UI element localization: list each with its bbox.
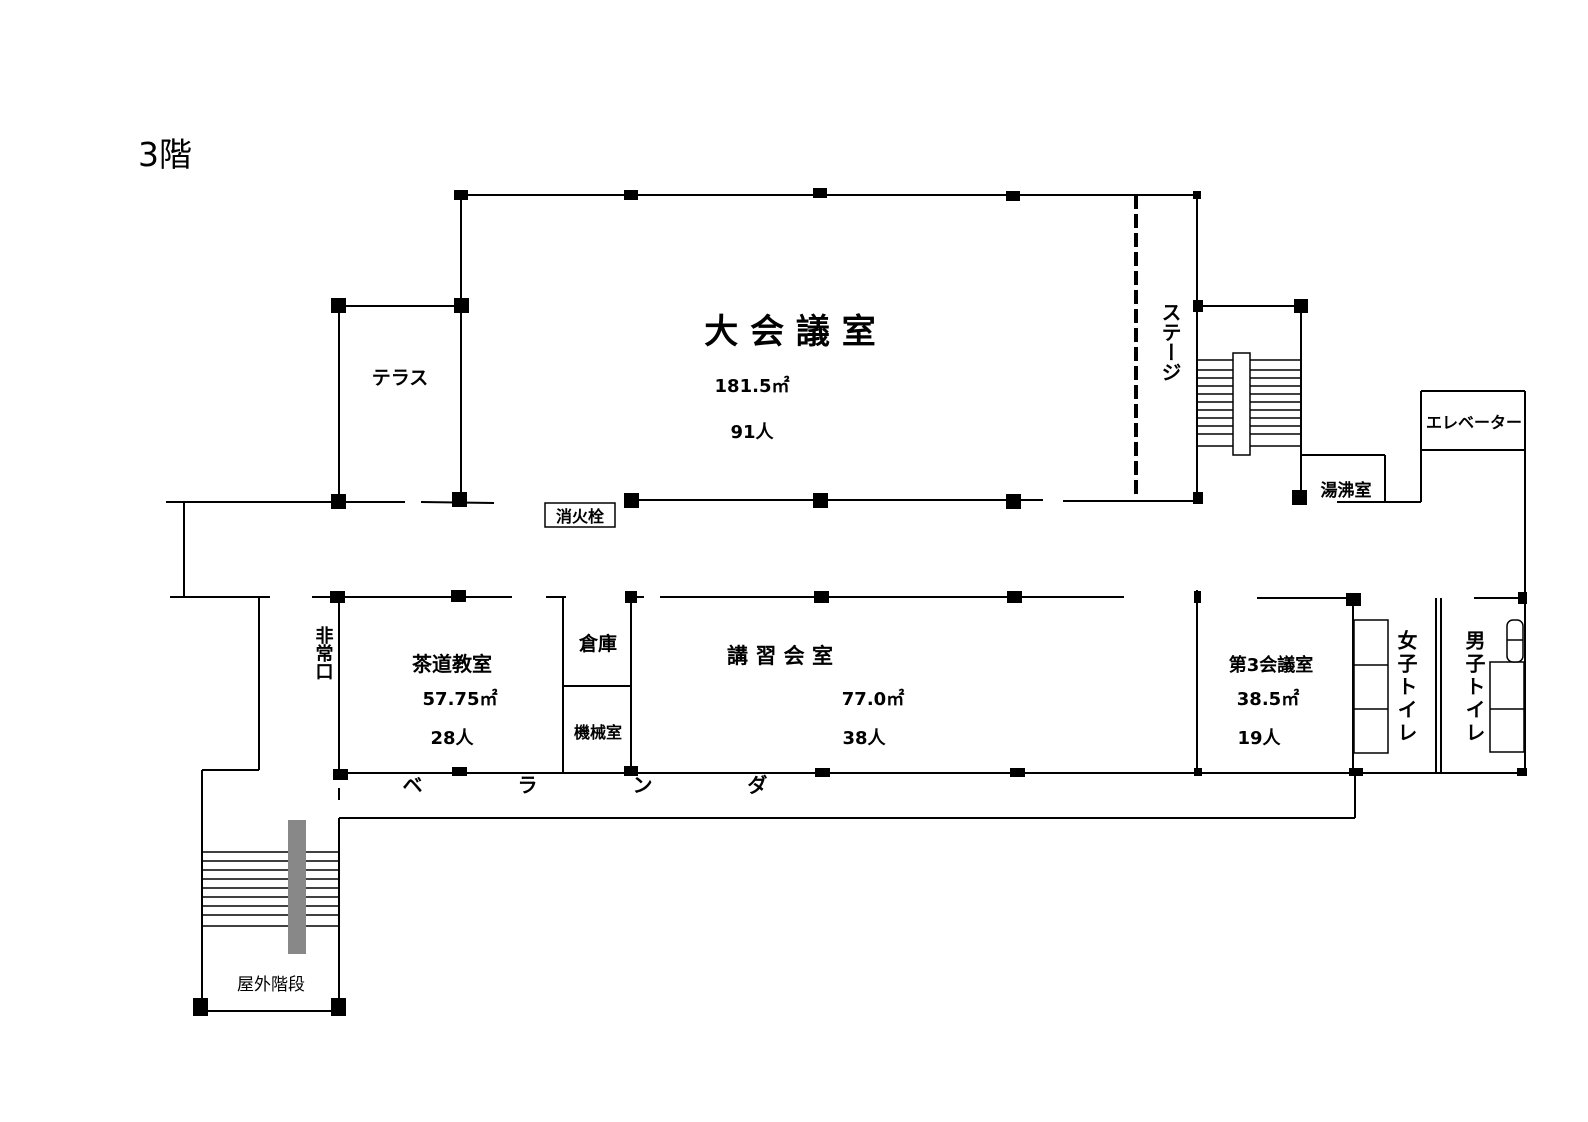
outdoor-stairs	[202, 820, 339, 954]
meeting3-area: 38.5㎡	[1237, 688, 1299, 710]
tea-room-name: 茶道教室	[412, 652, 492, 676]
meeting3-name: 第3会議室	[1229, 654, 1314, 676]
outdoor-stairs-label: 屋外階段	[237, 975, 305, 995]
storage-label: 倉庫	[578, 632, 617, 655]
tea-room-area: 57.75㎡	[423, 688, 498, 710]
main-hall-capacity: 91人	[730, 422, 774, 443]
lecture-hall-area: 77.0㎡	[842, 688, 904, 710]
emergency-exit-label: 非常口	[313, 625, 334, 680]
floor-title: 3階	[138, 135, 192, 174]
lecture-hall-capacity: 38人	[842, 728, 886, 749]
machine-room-label: 機械室	[574, 723, 622, 742]
main-hall-area: 181.5㎡	[715, 375, 790, 397]
mens-toilet-label: 男子トイレ	[1462, 630, 1486, 745]
kitchenette-label: 湯沸室	[1321, 480, 1372, 501]
hydrant-label: 消火栓	[556, 507, 605, 526]
main-hall-name: 大 会 議 室	[704, 312, 876, 352]
labels: 3階 大 会 議 室 181.5㎡ 91人 ステージ テラス エレベーター 湯沸…	[138, 135, 1522, 995]
terrace-label: テラス	[372, 367, 429, 389]
tea-room-capacity: 28人	[430, 728, 474, 749]
womens-toilet-label: 女子トイレ	[1394, 629, 1418, 745]
east-stairs	[1196, 352, 1302, 456]
lecture-hall-name: 講 習 会 室	[727, 644, 833, 668]
columns	[193, 188, 1527, 1016]
elevator-label: エレベーター	[1426, 413, 1522, 432]
veranda-label: ベ ラ ン ダ	[403, 773, 812, 797]
walls	[166, 194, 1526, 1012]
toilet-fixtures	[1353, 619, 1525, 754]
hydrant-box	[544, 502, 616, 528]
stage-label: ステージ	[1158, 302, 1182, 382]
meeting3-capacity: 19人	[1237, 728, 1281, 749]
